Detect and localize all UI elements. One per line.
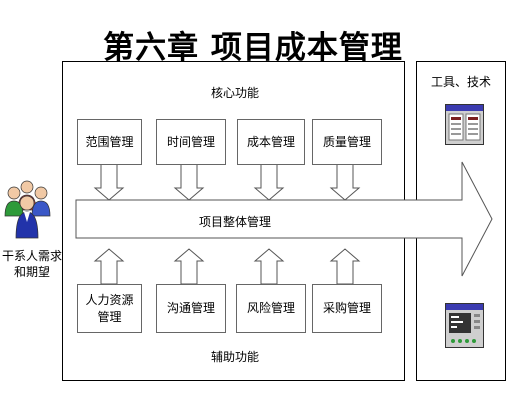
core-area-quality: 质量管理 [312,119,382,165]
support-arrow [329,248,361,285]
support-functions-label: 辅助功能 [210,350,259,364]
support-area-risk: 风险管理 [236,284,306,333]
people-group-icon [4,180,51,239]
core-functions-label: 核心功能 [210,86,259,100]
support-area-communication: 沟通管理 [156,284,226,333]
computer-terminal-icon [445,303,484,348]
tools-label: 工具、技术 [430,75,491,89]
computer-window-icon [445,104,484,145]
support-arrow [253,248,285,285]
support-arrow [173,248,205,285]
support-arrow [93,248,125,285]
core-area-time: 时间管理 [156,119,226,165]
core-arrow [253,162,285,201]
integration-label: 项目整体管理 [198,215,271,229]
page-title: 第六章 项目成本管理 [103,30,403,66]
support-area-procurement: 采购管理 [312,284,382,333]
integration-arrow [75,161,493,277]
core-area-cost: 成本管理 [237,119,305,165]
stakeholder-label: 干系人需求 和期望 [1,249,62,280]
core-arrow [93,162,125,201]
core-arrow [173,162,205,201]
support-area-hr: 人力资源 管理 [77,284,142,333]
core-area-scope: 范围管理 [77,119,142,165]
core-arrow [329,162,361,201]
